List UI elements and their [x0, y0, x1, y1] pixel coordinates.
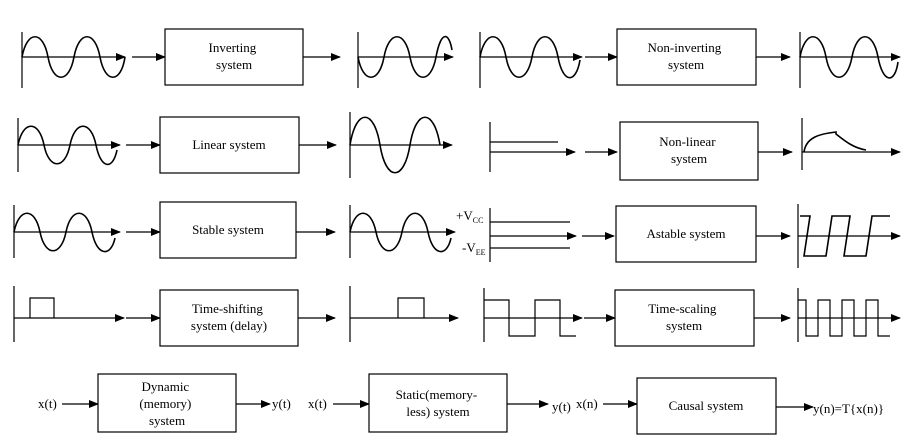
- time-scaling-output-plot: [797, 288, 901, 342]
- static-output-label: y(t): [552, 399, 571, 414]
- sine-wave: [349, 212, 452, 253]
- non-linear-output-plot: [801, 118, 901, 170]
- causal-input-label: x(n): [576, 396, 598, 411]
- block-label: Linear system: [192, 137, 265, 152]
- non-linear-system-block: Non-linear system: [619, 121, 759, 181]
- non-linear-input-plot: [489, 122, 576, 172]
- non-inverting-output-plot: [799, 32, 901, 88]
- amplified-sine-wave: [349, 116, 441, 174]
- block-label: Time-shifting system (delay): [191, 301, 267, 333]
- non-inverting-input-plot: [479, 32, 583, 88]
- time-scaling-input-plot: [483, 288, 583, 342]
- time-shifting-system-block: Time-shifting system (delay): [159, 289, 299, 347]
- block-label: Astable system: [646, 226, 725, 241]
- sine-wave: [799, 36, 899, 79]
- block-label: Inverting system: [209, 40, 260, 72]
- oscillating-square-wave: [800, 215, 890, 257]
- square-wave: [484, 299, 576, 337]
- stable-input-plot: [13, 205, 121, 258]
- static-system-block: Static(memory- less) system: [368, 373, 508, 433]
- inverted-sine-wave: [357, 35, 453, 78]
- exponential-response: [803, 131, 867, 153]
- block-label: Non-linear system: [659, 134, 719, 166]
- causal-output-label: y(n)=T{x(n)}: [813, 401, 884, 416]
- astable-input-plot: +VCC -VEE: [456, 208, 577, 262]
- dynamic-output-label: y(t): [272, 396, 291, 411]
- dynamic-system-block: Dynamic (memory) system: [97, 373, 237, 433]
- time-shifting-output-plot: [349, 286, 459, 342]
- linear-system-block: Linear system: [159, 116, 300, 174]
- linear-output-plot: [349, 112, 453, 178]
- dynamic-input-label: x(t): [38, 396, 57, 411]
- stable-system-block: Stable system: [159, 201, 297, 259]
- time-scaling-system-block: Time-scaling system: [614, 289, 755, 347]
- block-label: Static(memory- less) system: [396, 387, 481, 419]
- sine-wave: [17, 125, 118, 166]
- sine-wave: [479, 36, 581, 79]
- stable-output-plot: [349, 205, 456, 258]
- inverting-input-plot: [21, 32, 126, 88]
- vee-label: -VEE: [462, 240, 486, 257]
- astable-system-block: Astable system: [615, 205, 757, 263]
- compressed-square-wave: [798, 299, 890, 337]
- block-label: Time-scaling system: [648, 301, 719, 333]
- static-input-label: x(t): [308, 396, 327, 411]
- astable-output-plot: [797, 204, 901, 268]
- vcc-label: +VCC: [456, 208, 483, 225]
- sine-wave: [13, 212, 116, 253]
- delayed-pulse: [397, 297, 425, 318]
- linear-input-plot: [17, 118, 121, 172]
- inverting-system-block: Inverting system: [164, 28, 304, 86]
- causal-system-block: Causal system: [636, 377, 777, 435]
- block-label: Causal system: [669, 398, 744, 413]
- block-label: Dynamic (memory) system: [139, 379, 194, 428]
- non-inverting-system-block: Non-inverting system: [616, 28, 757, 86]
- pulse: [29, 297, 55, 318]
- block-label: Stable system: [192, 222, 264, 237]
- sine-wave: [21, 36, 126, 78]
- block-label: Non-inverting system: [648, 40, 725, 72]
- time-shifting-input-plot: [13, 286, 125, 342]
- inverting-output-plot: [357, 32, 454, 88]
